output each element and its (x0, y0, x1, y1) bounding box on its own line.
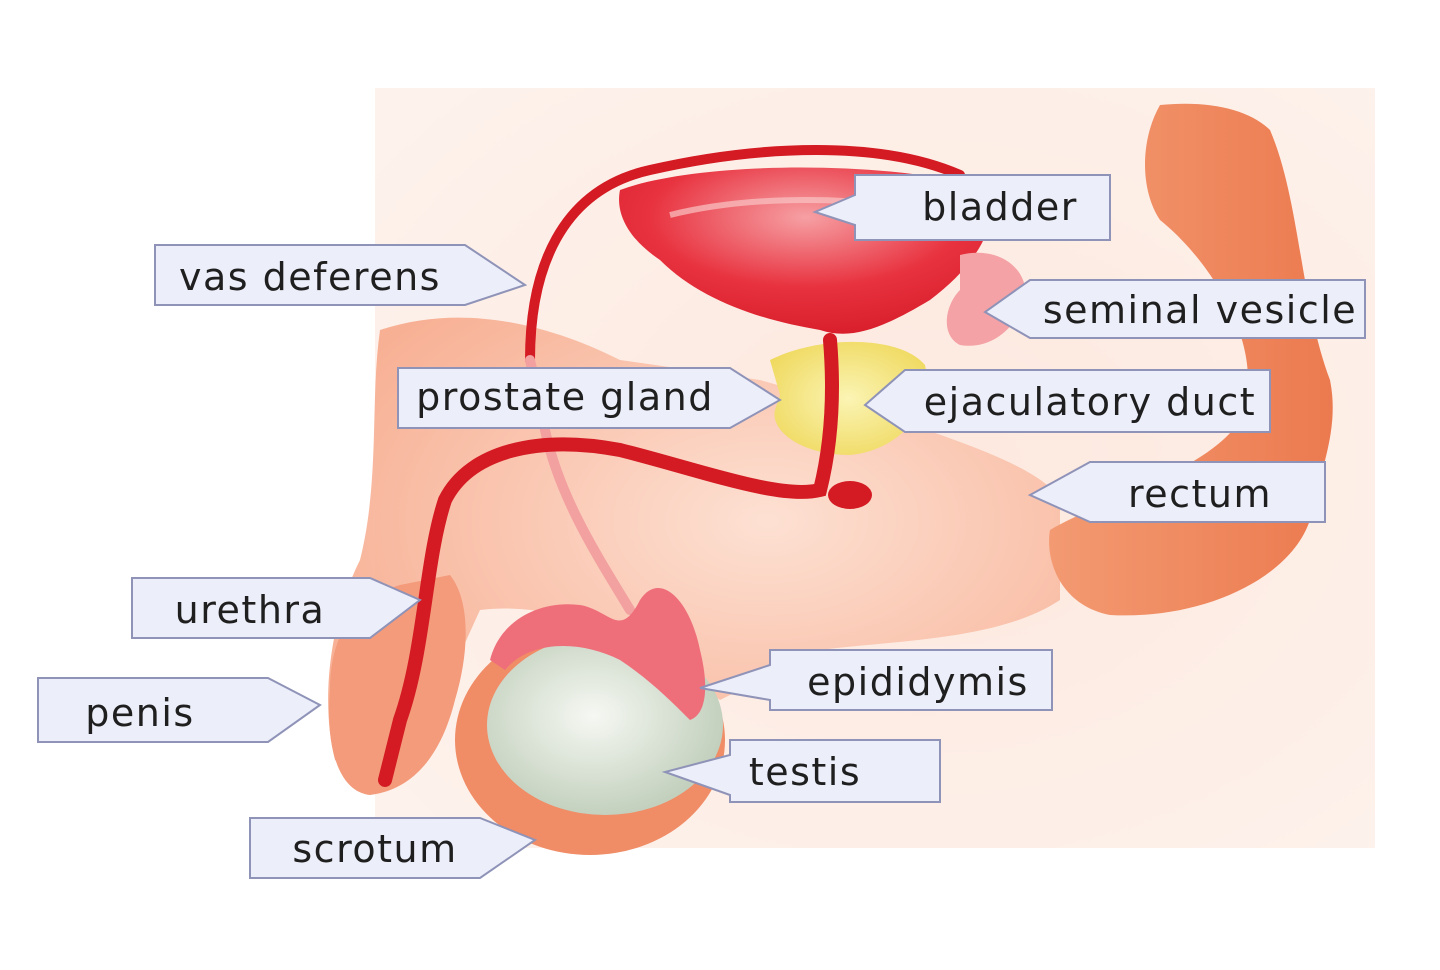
svg-text:rectum: rectum (1128, 472, 1272, 516)
urethra-tube (378, 333, 839, 787)
svg-text:penis: penis (85, 691, 194, 735)
label-epididymis: epididymis (699, 649, 1053, 711)
label-penis: penis (37, 677, 322, 743)
label-testis: testis (661, 739, 941, 803)
epididymis-shape (490, 588, 706, 720)
ejaculatory-duct-end (828, 481, 872, 509)
label-bladder: bladder (812, 174, 1111, 241)
svg-text:epididymis: epididymis (807, 660, 1029, 704)
svg-text:prostate gland: prostate gland (416, 375, 714, 419)
svg-text:urethra: urethra (175, 588, 326, 632)
svg-text:seminal vesicle: seminal vesicle (1043, 288, 1357, 332)
label-rectum: rectum (1027, 461, 1326, 523)
label-scrotum: scrotum (249, 817, 538, 879)
svg-text:bladder: bladder (922, 185, 1078, 229)
svg-text:vas deferens: vas deferens (179, 255, 441, 299)
svg-text:ejaculatory duct: ejaculatory duct (924, 380, 1256, 424)
label-seminal-vesicle: seminal vesicle (983, 279, 1366, 339)
label-ejaculatory-duct: ejaculatory duct (863, 369, 1271, 433)
svg-text:testis: testis (749, 750, 861, 794)
vas-deferens-tube (525, 145, 965, 365)
label-prostate-gland: prostate gland (397, 367, 782, 429)
label-vas-deferens: vas deferens (154, 244, 528, 306)
svg-text:scrotum: scrotum (292, 827, 457, 871)
label-urethra: urethra (131, 577, 422, 639)
prostate-shape (770, 341, 927, 455)
